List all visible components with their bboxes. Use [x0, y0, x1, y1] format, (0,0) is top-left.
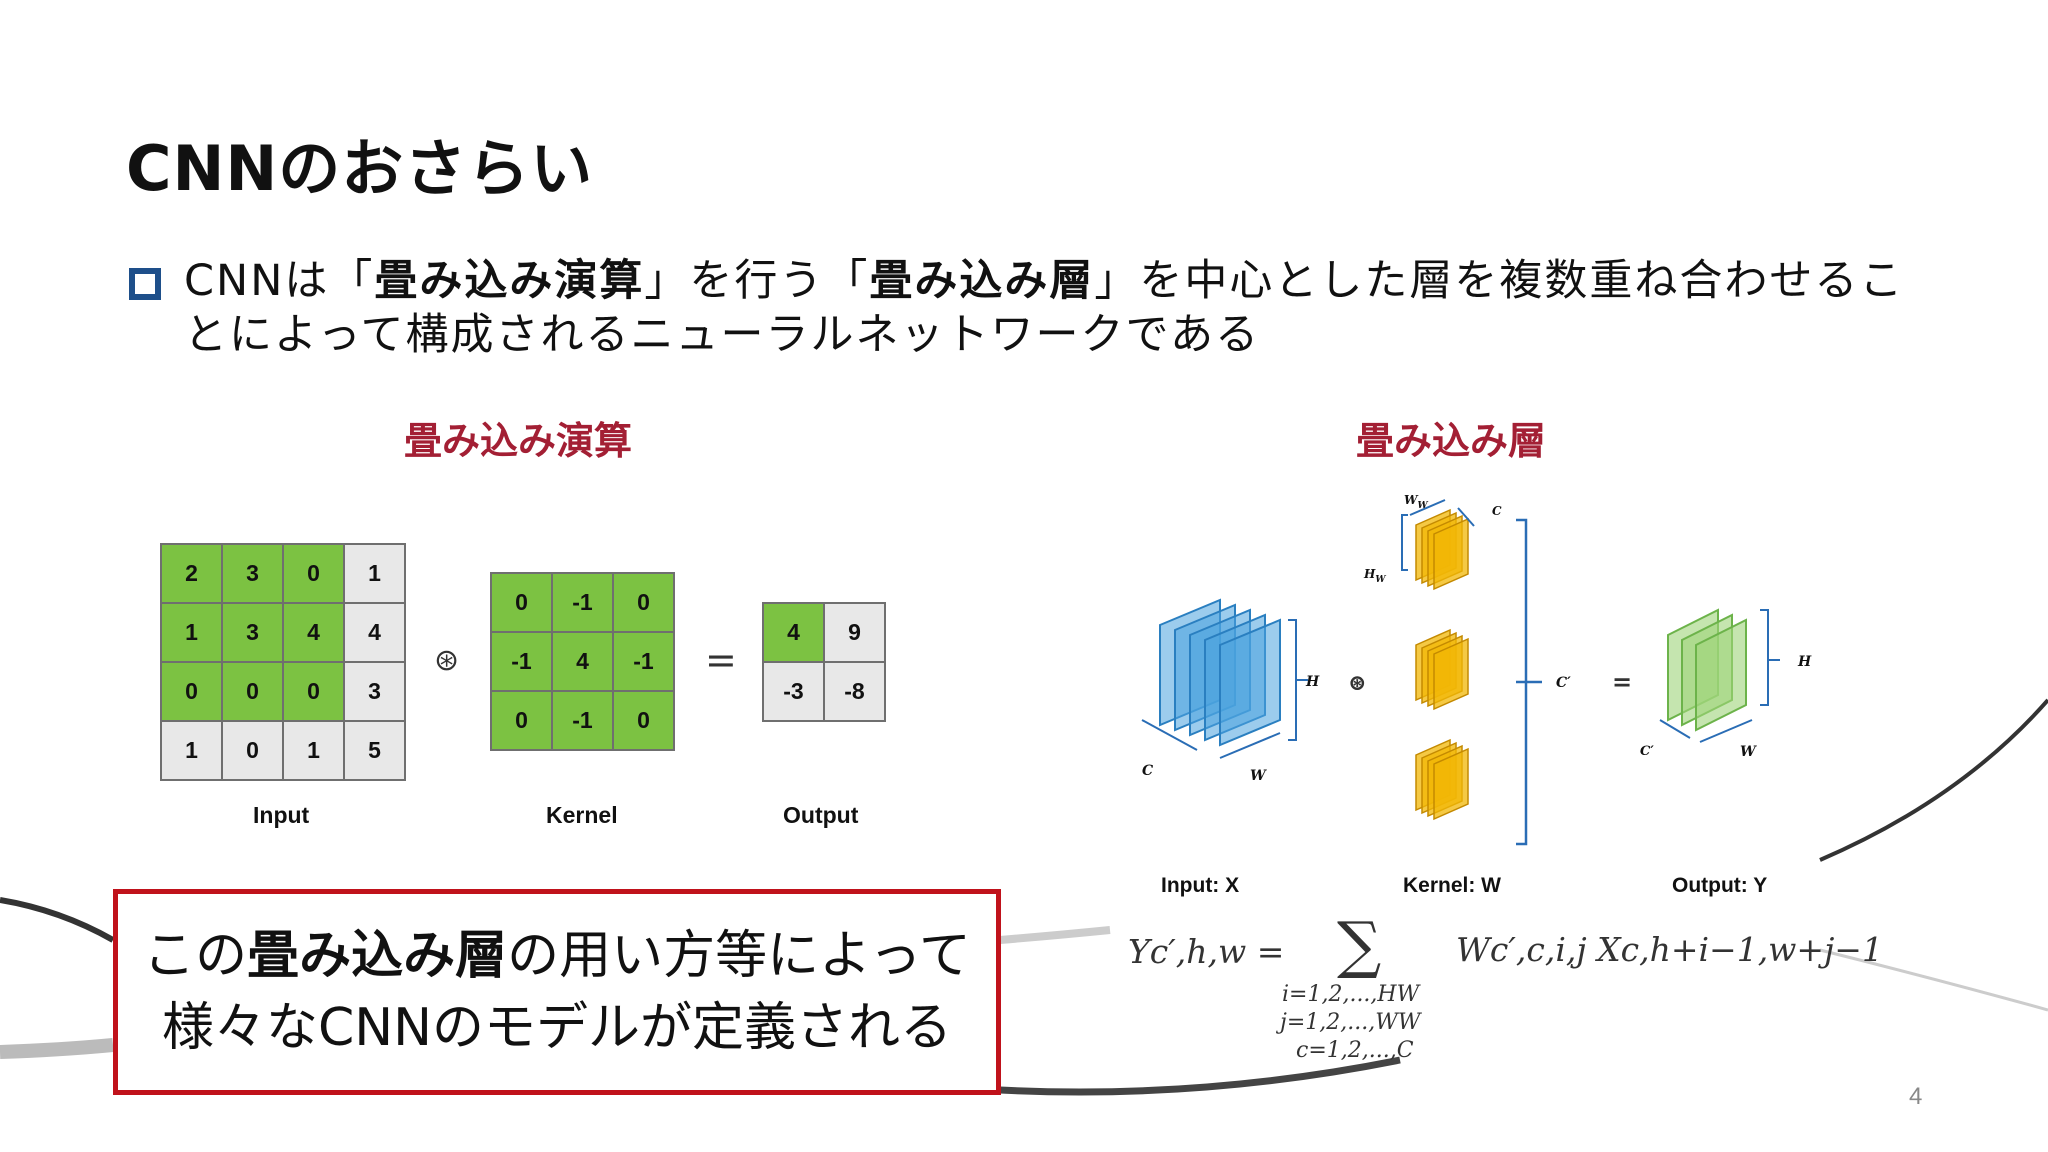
kernel-cell: 0: [490, 690, 553, 751]
input-cell: 0: [282, 661, 345, 722]
input-cell: 0: [221, 661, 284, 722]
kernel-cell: 0: [490, 572, 553, 633]
kernel-ww-brace: [1409, 499, 1446, 516]
input-cell: 3: [343, 661, 406, 722]
input-cell: 1: [160, 720, 223, 781]
formula-sub-c: c=1,2,...,C: [1296, 1038, 1414, 1063]
output-tensor: [1667, 608, 1747, 732]
layer-output-label: Output: Y: [1672, 874, 1768, 897]
kernel-stack-1: [1415, 508, 1469, 591]
output-row: -3-8: [762, 661, 886, 722]
output-w-label: W: [1740, 744, 1757, 760]
layer-kernel-label: Kernel: W: [1403, 874, 1502, 897]
output-cprime-brace: [1659, 719, 1691, 739]
formula-sum-symbol: ∑: [1337, 908, 1382, 981]
kernel-cell: 0: [612, 572, 675, 633]
kernel-stack-2: [1415, 628, 1469, 711]
kernel-stack-3: [1415, 738, 1469, 821]
output-cell: -8: [823, 661, 886, 722]
input-cell: 5: [343, 720, 406, 781]
kernel-cell: -1: [612, 631, 675, 692]
input-cell: 3: [221, 602, 284, 663]
kernel-hw-brace: [1401, 514, 1408, 571]
input-cell: 0: [160, 661, 223, 722]
formula-lhs: Yc′,h,w =: [1128, 932, 1285, 971]
slide-title: CNNのおさらい: [126, 132, 594, 205]
output-cell: 4: [762, 602, 825, 663]
bullet-square-icon: [129, 268, 161, 300]
input-h-brace: [1288, 619, 1308, 741]
kernel-cell: 4: [551, 631, 614, 692]
input-tensor: [1159, 598, 1281, 747]
input-c-brace: [1141, 719, 1198, 751]
output-cell: -3: [762, 661, 825, 722]
input-cell: 4: [343, 602, 406, 663]
kernel-cell: -1: [551, 572, 614, 633]
callout-line-1: この畳み込み層の用い方等によって: [143, 926, 971, 986]
kernel-cprime-brace: [1516, 518, 1542, 846]
input-cell: 4: [282, 602, 345, 663]
input-w-label: W: [1250, 768, 1267, 784]
kernel-ww-label: WW: [1404, 493, 1428, 511]
input-cell: 1: [343, 543, 406, 604]
input-cell: 1: [160, 602, 223, 663]
input-cell: 0: [282, 543, 345, 604]
layer-equals-symbol: =: [1612, 667, 1632, 696]
output-label: Output: [783, 802, 859, 828]
kernel-c-brace: [1457, 507, 1475, 527]
input-label: Input: [253, 802, 310, 828]
output-w-brace: [1699, 719, 1753, 743]
kernel-cell: -1: [490, 631, 553, 692]
bullet-text-line-1: CNNは「畳み込み演算」を行う「畳み込み層」を中心とした層を複数重ね合わせるこ: [184, 256, 1905, 306]
input-cell: 2: [160, 543, 223, 604]
output-h-label: H: [1797, 654, 1812, 670]
conv-operation-title: 畳み込み演算: [404, 419, 633, 463]
callout-line-2: 様々なCNNのモデルが定義される: [161, 998, 953, 1058]
layer-conv-symbol: ⊛: [1348, 670, 1366, 696]
kernel-cprime-label: C′: [1556, 675, 1571, 691]
input-w-brace: [1219, 732, 1281, 759]
formula-rhs: Wc′,c,i,j Xc,h+i−1,w+j−1: [1456, 930, 1883, 969]
convolution-symbol: ⊛: [434, 643, 460, 678]
kernel-cell: 0: [612, 690, 675, 751]
kernel-c-label: C: [1492, 504, 1502, 518]
page-number: 4: [1909, 1083, 1923, 1110]
callout-box: この畳み込み層の用い方等によって 様々なCNNのモデルが定義される: [113, 889, 1001, 1095]
kernel-hw-label: HW: [1363, 567, 1386, 585]
input-cell: 0: [221, 720, 284, 781]
bullet-text-line-2: とによって構成されるニューラルネットワークである: [184, 310, 1261, 360]
input-cell: 1: [282, 720, 345, 781]
formula-sub-j: j=1,2,...,WW: [1280, 1010, 1421, 1035]
kernel-label: Kernel: [546, 802, 618, 828]
output-h-brace: [1760, 609, 1780, 706]
input-h-label: H: [1305, 674, 1320, 690]
output-cprime-label: C′: [1640, 744, 1654, 759]
input-cell: 3: [221, 543, 284, 604]
conv-layer-title: 畳み込み層: [1356, 419, 1547, 463]
input-c-label: C: [1142, 763, 1153, 779]
layer-input-label: Input: X: [1161, 874, 1240, 897]
formula-sub-i: i=1,2,...,HW: [1282, 982, 1420, 1007]
conv-layer-diagram: H C W ⊛ HW WW C C′ = H C′: [1141, 493, 1812, 846]
output-cell: 9: [823, 602, 886, 663]
equals-symbol: =: [705, 638, 737, 682]
kernel-cell: -1: [551, 690, 614, 751]
